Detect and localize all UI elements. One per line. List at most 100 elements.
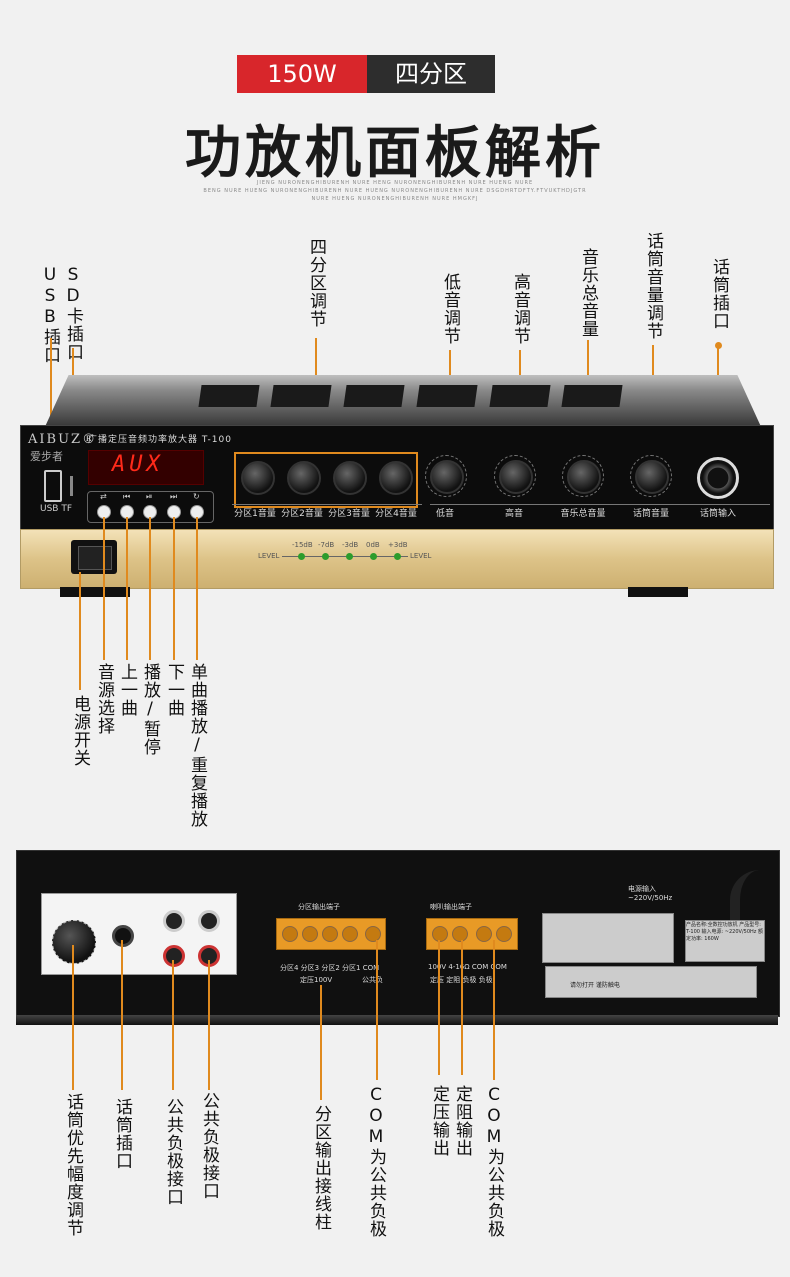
prev-icon: ⏮ [123, 492, 131, 501]
foot [60, 587, 130, 597]
treble-ring [494, 455, 536, 497]
brand-logo: AIBUZ® [28, 432, 98, 447]
bass-knob[interactable] [430, 460, 464, 494]
usb-tf-label: USB TF [40, 504, 73, 514]
zone-voltage-label: 定压100V [300, 976, 333, 984]
knob-label-bar [430, 504, 770, 519]
mic-volume-knob[interactable] [635, 460, 669, 494]
source-icon: ⇄ [100, 492, 107, 501]
zone1-knob[interactable] [241, 461, 275, 495]
line-usb [50, 338, 52, 470]
master-label: 音乐总音量 [560, 509, 606, 519]
level-right-label: LEVEL [410, 552, 432, 560]
master-ring [562, 455, 604, 497]
bass-label: 低音 [435, 509, 454, 519]
zone-label-bar [232, 504, 422, 519]
mic-input-label: 话筒输入 [699, 509, 736, 519]
line-rear-mic [121, 940, 123, 1090]
label-usb: USB插口 [40, 265, 60, 364]
line-neg1 [172, 960, 174, 1090]
power-tag: 150W [237, 55, 367, 93]
label-zones: 四分区调节 [306, 238, 326, 328]
front-top-cover [45, 375, 761, 425]
line-next [173, 517, 175, 660]
rear-mic-jack[interactable] [112, 925, 134, 947]
line-zone-terminal [320, 985, 322, 1100]
terminal-screw [282, 926, 298, 942]
treble-knob[interactable] [499, 460, 533, 494]
foot [628, 587, 688, 597]
zone3-label: 分区3音量 [328, 509, 370, 519]
label-zone-terminal: 分区输出接线柱 [311, 1105, 331, 1231]
label-next: 下一曲 [164, 663, 184, 717]
label-master: 音乐总音量 [578, 248, 598, 338]
zone2-knob[interactable] [287, 461, 321, 495]
label-repeat: 单曲播放/重复播放 [187, 663, 207, 828]
vent [270, 385, 332, 407]
level-mark: -7dB [318, 541, 335, 549]
terminal-screw [432, 926, 448, 942]
line-priority [72, 945, 74, 1090]
label-mic-volume: 话筒音量调节 [643, 232, 663, 340]
terminal-screw [342, 926, 358, 942]
vent [343, 385, 405, 407]
line-com1 [376, 940, 378, 1080]
line-com2 [493, 940, 495, 1080]
power-input-label: 电源输入 [628, 885, 656, 893]
power-switch[interactable] [78, 546, 112, 570]
sd-slot[interactable] [70, 476, 73, 496]
usb-port[interactable] [44, 470, 62, 502]
speaker-terms-label: 100V 4-16Ω COM COM [428, 963, 507, 971]
subtitle-line-2: BENG NURE HUENG NURONENGHIBURENH NURE HU… [203, 188, 587, 194]
zone-knob-group [234, 452, 418, 508]
line-repeat [196, 517, 198, 660]
label-cv: 定压输出 [429, 1085, 449, 1157]
mic-input-jack[interactable] [697, 457, 739, 499]
model-label: 广播定压音频功率放大器 T-100 [88, 435, 232, 445]
product-sticker: 产品名称:全数控功放机 产品型号: T-100 输入电源: ~220V/50Hz… [685, 920, 765, 962]
line-ci [461, 940, 463, 1075]
warning-sticker [542, 913, 674, 963]
rca-left-red[interactable] [163, 945, 185, 967]
priority-knob[interactable] [52, 920, 96, 964]
line-cv [438, 940, 440, 1075]
vent [198, 385, 260, 407]
rear-bottom [16, 1015, 778, 1025]
level-led [394, 553, 401, 560]
rca-left-white[interactable] [163, 910, 185, 932]
label-treble: 高音调节 [510, 273, 530, 345]
zone3-knob[interactable] [333, 461, 367, 495]
label-neg2: 公共负极接口 [199, 1092, 219, 1200]
mic-volume-label: 话筒音量 [632, 509, 669, 519]
display-text: AUX [112, 452, 164, 477]
lower-sticker [545, 966, 757, 998]
vent [489, 385, 551, 407]
com-sub-label: 公共负 [362, 976, 383, 984]
zones-tag: 四分区 [367, 55, 495, 93]
rca-right-white[interactable] [198, 910, 220, 932]
brand-cn: 爱步者 [30, 450, 63, 463]
terminal-screw [452, 926, 468, 942]
label-com2: COM为公共负极 [484, 1085, 504, 1238]
label-bass: 低音调节 [440, 273, 460, 345]
subtitle-line-3: NURE HUENG NURONENGHIBURENH NURE HMGKFJ [311, 196, 479, 202]
page-title: 功放机面板解析 [185, 121, 605, 186]
master-knob[interactable] [567, 460, 601, 494]
power-cable [730, 870, 780, 950]
label-power: 电源开关 [70, 695, 90, 767]
label-neg1: 公共负极接口 [163, 1098, 183, 1206]
zone4-label: 分区4音量 [375, 509, 417, 519]
label-mic-jack: 话筒插口 [709, 258, 729, 330]
zone2-label: 分区2音量 [281, 509, 323, 519]
subtitle-line-1: JIENG NURONENGHIBURENH NURE HENG NURONEN… [256, 180, 534, 186]
vent [561, 385, 623, 407]
repeat-icon: ↻ [193, 492, 200, 501]
zone-out-title: 分区输出端子 [298, 903, 340, 911]
treble-label: 高音 [504, 509, 523, 519]
zone4-knob[interactable] [379, 461, 413, 495]
zone-terms-label: 分区4 分区3 分区2 分区1 COM [280, 964, 380, 972]
line-play [149, 517, 151, 660]
level-led [322, 553, 329, 560]
level-left-label: LEVEL [258, 552, 280, 560]
zone1-label: 分区1音量 [234, 509, 276, 519]
